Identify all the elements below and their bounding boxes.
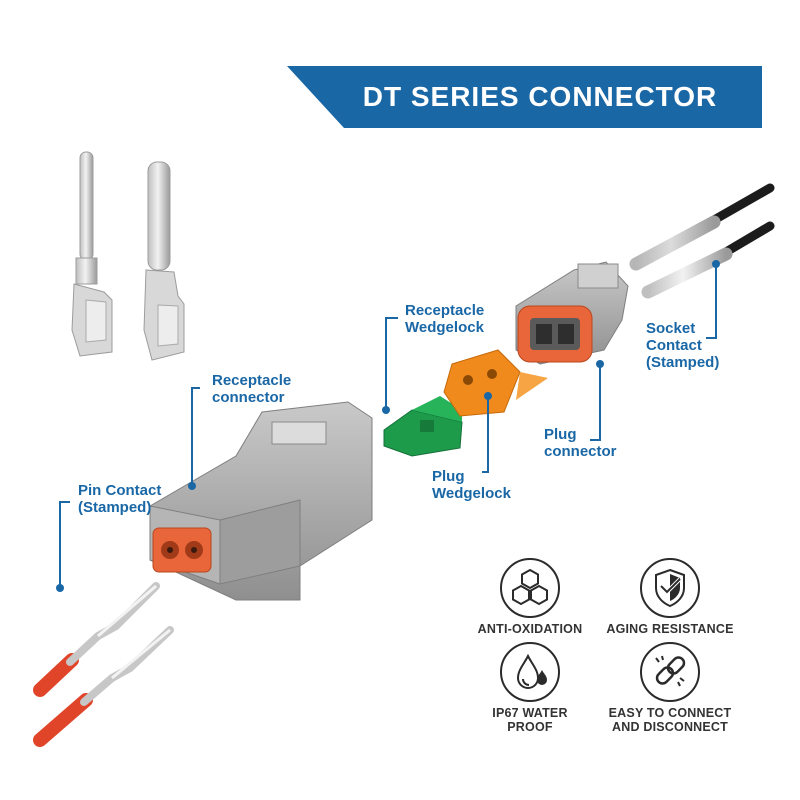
shield-check-icon — [640, 558, 700, 618]
chain-link-icon — [640, 642, 700, 702]
pin-contact-image — [71, 151, 113, 357]
plug-wedgelock-image — [383, 396, 463, 457]
feature-label: ANTI-OXIDATION — [477, 622, 583, 636]
page-title: DT SERIES CONNECTOR — [362, 81, 718, 112]
feature-label: AGING RESISTANCE — [606, 622, 734, 636]
receptacle-wedgelock-image — [443, 349, 548, 417]
plug-connector-image — [515, 261, 629, 365]
hexagon-molecule-icon — [500, 558, 560, 618]
label-pin-contact: Pin Contact(Stamped) — [78, 482, 162, 516]
socket-contact-image — [143, 161, 185, 361]
socket-contacts-with-black-wires — [629, 183, 775, 299]
title-banner — [287, 66, 762, 128]
callout-lines — [56, 260, 720, 592]
pin-contacts-with-red-wires — [33, 582, 174, 747]
water-drop-icon — [500, 642, 560, 702]
receptacle-connector-image — [149, 401, 373, 601]
